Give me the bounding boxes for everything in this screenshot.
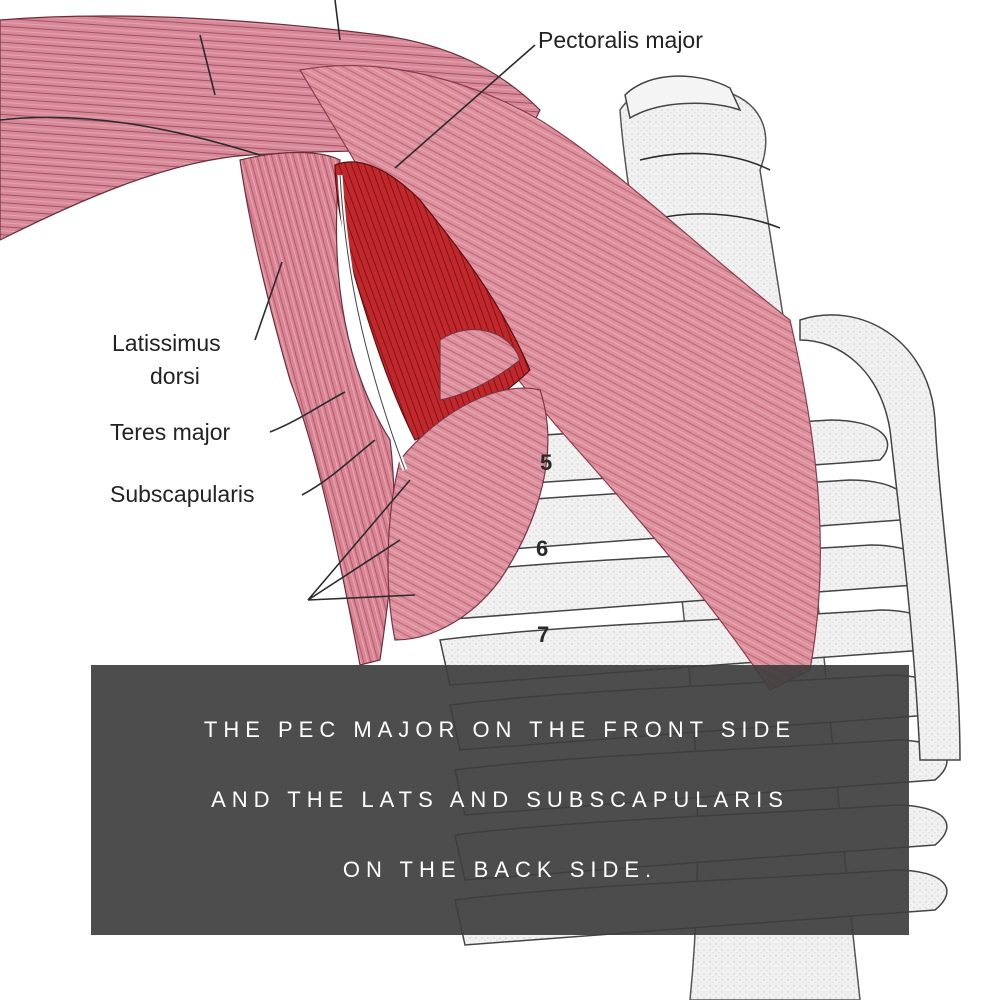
label-subscapularis: Subscapularis bbox=[110, 481, 254, 507]
label-teres-major: Teres major bbox=[110, 419, 230, 445]
label-latissimus-line1: Latissimus bbox=[112, 330, 221, 356]
subscapularis-muscle bbox=[387, 387, 549, 641]
caption-overlay: THE PEC MAJOR ON THE FRONT SIDE AND THE … bbox=[91, 665, 909, 935]
caption-line-2: AND THE LATS AND SUBSCAPULARIS bbox=[211, 787, 789, 812]
rib-number-6: 6 bbox=[536, 536, 548, 561]
rib-number-5: 5 bbox=[540, 450, 552, 475]
caption-line-1: THE PEC MAJOR ON THE FRONT SIDE bbox=[203, 717, 797, 742]
label-pectoralis-major: Pectoralis major bbox=[538, 27, 703, 53]
label-latissimus-line2: dorsi bbox=[150, 363, 200, 389]
caption-line-3: ON THE BACK SIDE. bbox=[342, 857, 658, 882]
rib-number-7: 7 bbox=[537, 622, 549, 647]
